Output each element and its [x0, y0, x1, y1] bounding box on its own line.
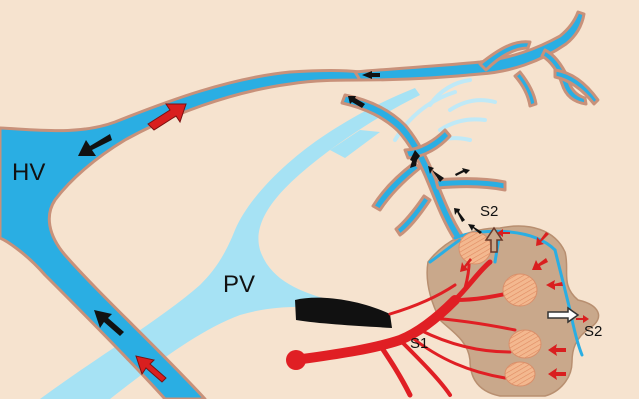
hepatic-vein-label: HV	[12, 159, 45, 186]
sinusoid-2-right-label: S2	[584, 323, 602, 340]
nodule	[505, 362, 535, 386]
portal-vein-label: PV	[223, 271, 255, 298]
nodule	[503, 274, 537, 306]
nodule	[459, 232, 491, 264]
sinusoid-2-top-label: S2	[480, 203, 498, 220]
nodule	[509, 330, 541, 358]
sinusoid-1-label: S1	[410, 335, 428, 352]
